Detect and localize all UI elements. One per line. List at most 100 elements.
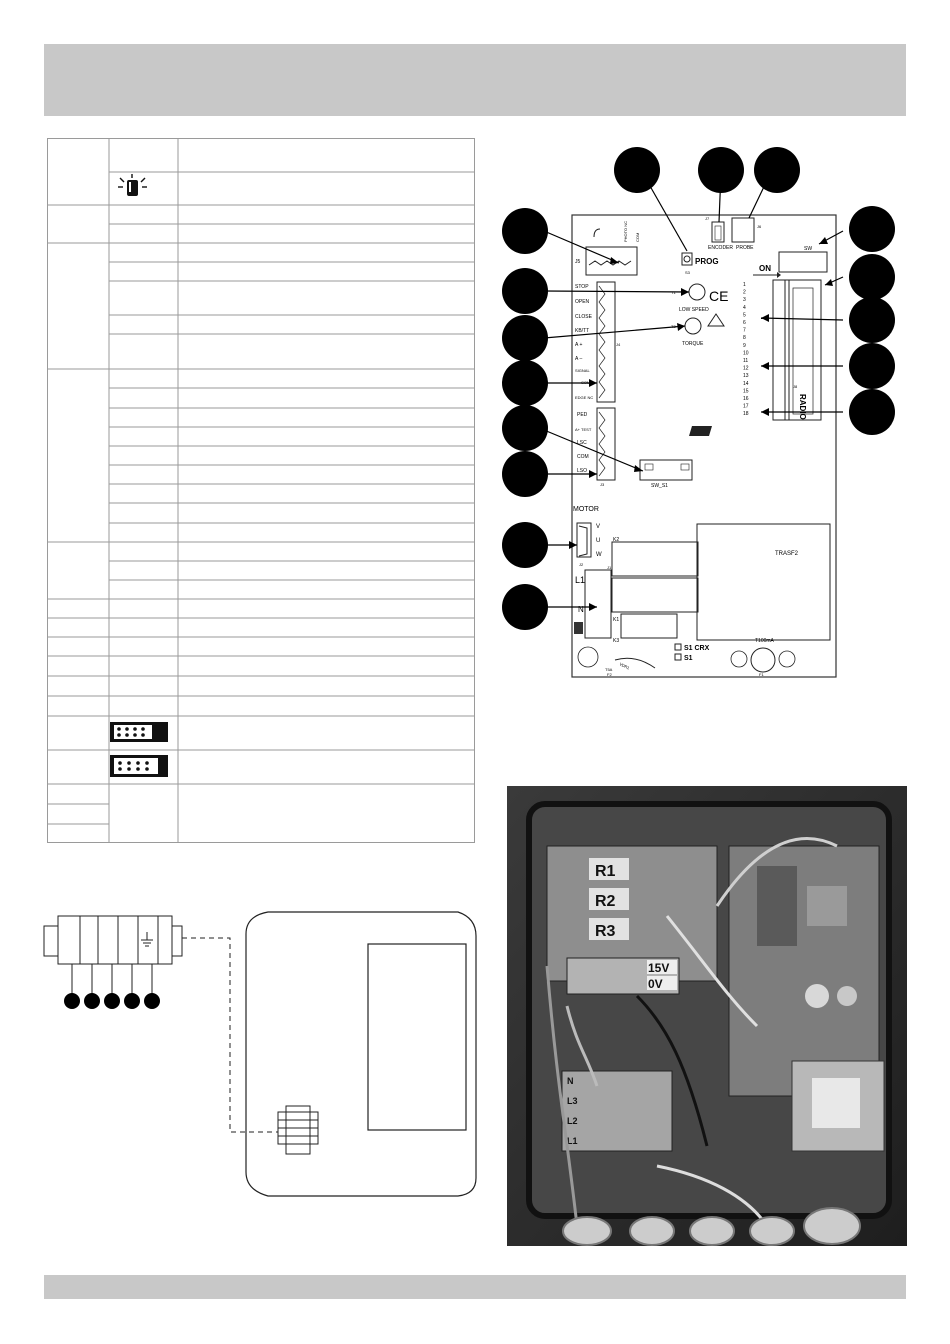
fuse-f2 <box>574 622 583 634</box>
j5-label: J5 <box>575 259 581 265</box>
probe-label: PROBE <box>736 245 754 251</box>
terminal-table <box>47 138 475 843</box>
terminal-l2-label: L2 <box>567 1116 578 1126</box>
callout-leaders <box>543 171 844 608</box>
terminal-l3-label: L3 <box>567 1096 578 1106</box>
t1-label: T1 <box>671 290 676 295</box>
photo-wires <box>545 837 838 1227</box>
stop-label: STOP <box>575 284 589 290</box>
control-board-diagram: PROG S3 J7 ENCODER J6 PROBE J5 PHOTO NC … <box>495 138 915 683</box>
sw-label: SW <box>804 246 812 252</box>
brand-logo <box>689 426 712 436</box>
j4-terminal <box>596 281 616 403</box>
terminal-block-left-cap <box>43 925 59 957</box>
callout-marker <box>502 584 548 630</box>
callout-marker <box>754 147 800 193</box>
callout-marker <box>502 268 548 314</box>
a-plus-label: A + <box>575 342 582 348</box>
com3-label: COM <box>577 454 589 460</box>
s1-label: S1 <box>684 655 693 662</box>
encoder-connector <box>711 221 725 243</box>
terminal-l1-label: L1 <box>567 1136 578 1146</box>
motor-connector <box>576 522 592 558</box>
s1-crx-label: S1 CRX <box>684 645 710 652</box>
callout-marker <box>502 208 548 254</box>
s3-label: S3 <box>685 270 691 275</box>
varistor-vdr1 <box>614 657 656 669</box>
dip-number: 10 <box>743 350 749 356</box>
wire-marker <box>124 993 140 1009</box>
jumper-8pin-icon <box>110 722 168 742</box>
wire-marker <box>144 993 160 1009</box>
callout-markers <box>502 147 895 630</box>
j7-label: J7 <box>705 216 710 221</box>
relay-k3 <box>620 613 678 639</box>
cable-connector <box>277 1105 319 1155</box>
signal-label: SIGNAL <box>575 368 590 373</box>
sw-s1-label: SW_S1 <box>651 483 668 489</box>
j5-terminal <box>585 246 638 276</box>
callout-marker <box>849 297 895 343</box>
callout-marker <box>502 451 548 497</box>
relay-r2-label: R2 <box>595 893 616 910</box>
led-s1-crx <box>674 643 682 651</box>
dip-number: 7 <box>743 328 746 334</box>
ped-label: PED <box>577 412 588 418</box>
relay-k1 <box>611 577 699 613</box>
k2-label: K2 <box>613 537 619 543</box>
voltage-15v-label: 15V <box>648 961 669 975</box>
com-label: COM <box>635 233 640 242</box>
jumper-8pin-icon-b <box>110 755 168 777</box>
w-label: W <box>596 552 602 558</box>
callout-marker <box>849 206 895 252</box>
j8-radio-connector <box>784 279 822 421</box>
encoder-label: ENCODER <box>708 245 733 251</box>
power-terminal-j1 <box>584 569 612 639</box>
relay-r3-label: R3 <box>595 923 616 940</box>
dip-number: 9 <box>743 343 746 349</box>
callout-arrowheads <box>569 237 833 611</box>
terminal-block-right-cap <box>171 925 183 957</box>
esd-warning-icon <box>707 313 725 327</box>
photo-mains-terminals <box>561 1070 673 1152</box>
t100ma-label: T100mA <box>755 638 775 644</box>
a-minus-label: A – <box>575 356 582 362</box>
k1-label: K1 <box>613 617 619 623</box>
dip-number: 2 <box>743 290 746 296</box>
terminal-block <box>57 915 173 965</box>
open-label: OPEN <box>575 299 590 305</box>
terminal-table-grid <box>47 138 475 843</box>
callout-marker <box>502 522 548 568</box>
dip-number: 12 <box>743 366 749 372</box>
f2-label: F2 <box>607 672 612 677</box>
control-board-slot <box>367 943 467 1131</box>
dip-number: 11 <box>743 358 748 364</box>
connection-svg <box>43 911 477 1197</box>
dip-number: 16 <box>743 396 749 402</box>
ground-icon <box>141 932 153 947</box>
photo-cable-glands <box>562 1207 861 1246</box>
lso-label: LSO <box>577 468 587 474</box>
photo-nc-label: PHOTO NC <box>623 221 628 242</box>
dip-switch <box>772 279 790 421</box>
j6-label: J6 <box>757 224 762 229</box>
edge-nc-label: EDGE NC <box>575 395 593 400</box>
wire-marker <box>104 993 120 1009</box>
control-board-svg: PROG S3 J7 ENCODER J6 PROBE J5 PHOTO NC … <box>502 147 895 678</box>
dip-number: 4 <box>743 305 746 311</box>
photo-pcb <box>728 845 880 1097</box>
fuse-f1 <box>750 647 776 673</box>
lsc-label: LSC <box>577 440 587 446</box>
dip-number: 3 <box>743 297 746 303</box>
radio-label: RADIO <box>798 394 807 420</box>
prog-button <box>681 252 693 266</box>
dip-number: 13 <box>743 373 749 379</box>
u-label: U <box>596 538 600 544</box>
dip-number: 6 <box>743 320 746 326</box>
trasf2-label: TRASF2 <box>775 551 799 557</box>
dip-number: 17 <box>743 404 749 410</box>
dip-number: 14 <box>743 381 749 387</box>
j4-label: J4 <box>616 342 621 347</box>
ce-mark: CE <box>709 288 728 304</box>
